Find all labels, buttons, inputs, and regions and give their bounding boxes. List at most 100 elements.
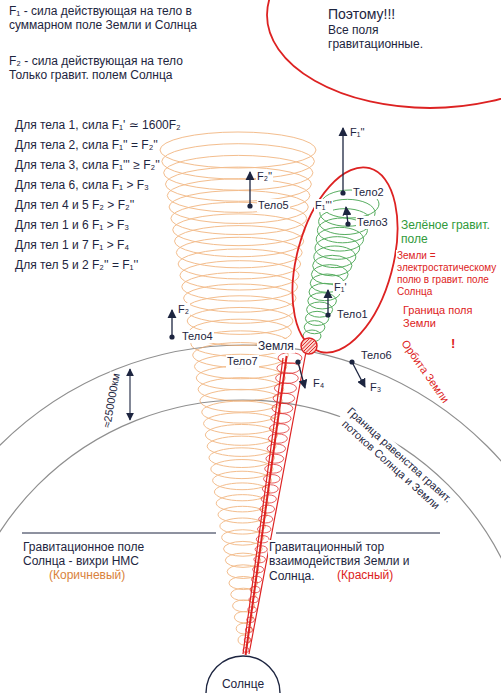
force-label: F₁''' xyxy=(314,199,333,212)
distance-label: ≈250000км xyxy=(101,372,124,431)
earth-hatch xyxy=(308,345,316,353)
sun-label: Солнце xyxy=(221,677,265,691)
label-holder: Тело7 xyxy=(226,355,259,368)
field-loop xyxy=(315,237,360,260)
body-dot xyxy=(345,221,350,226)
vortex-loop xyxy=(209,448,275,468)
earth-circle xyxy=(301,338,317,354)
body-dot xyxy=(340,190,345,195)
label-holder: Граница поля Земли xyxy=(402,304,494,330)
torus-loop xyxy=(276,373,299,384)
distance-bracket xyxy=(129,369,130,420)
vortex-loop xyxy=(198,378,284,401)
relation-line: Для тел 5 и 2 F₂'' = F₁'' xyxy=(14,258,139,272)
body-label: Тело7 xyxy=(226,355,259,368)
body-dot xyxy=(247,203,252,208)
boundary-label: Граница поля Земли xyxy=(402,304,494,330)
label-holder: F₁ - сила действующая на тело в суммарно… xyxy=(8,4,200,33)
torus-cone xyxy=(243,352,306,654)
force-label: F₂'' xyxy=(256,170,273,183)
label-holder: Тело4 xyxy=(181,330,214,343)
label-holder: Тело2 xyxy=(352,186,385,199)
label-holder: Для тел 1 и 7 F₁ > F₄ xyxy=(14,238,130,252)
label-holder: Тело5 xyxy=(257,199,290,212)
planet-node: Земля xyxy=(257,336,319,356)
label-holder: F₄ xyxy=(312,377,325,390)
body-label: Тело5 xyxy=(257,199,290,212)
vortex-loop xyxy=(211,460,273,479)
note-heading: Поэтому!!! xyxy=(327,6,501,23)
vortex-loop xyxy=(194,354,286,379)
label-holder: ! xyxy=(450,336,456,352)
force-arrows xyxy=(172,128,365,388)
orbit-arcs xyxy=(0,345,501,693)
label-holder: Тело1 xyxy=(336,308,369,321)
definition-note: F₂ - сила действующая на тело Только гра… xyxy=(8,54,200,83)
torus-loop xyxy=(266,454,284,463)
label-holder: Для тела 3, сила F₁''' ≥ F₂'' xyxy=(14,158,161,172)
label-holder: F₁' xyxy=(333,281,348,294)
force-arrow xyxy=(342,128,343,193)
relation-line: Для тел 1 и 7 F₁ > F₄ xyxy=(14,238,130,252)
label-holder: Тело6 xyxy=(360,349,393,362)
label-holder: (Коричневый) xyxy=(48,568,126,582)
vortex-loop xyxy=(160,132,316,168)
force-label: F₄ xyxy=(312,377,325,390)
label-holder: F₂'' xyxy=(256,170,273,183)
vortex-loop xyxy=(169,190,308,223)
vortex-loop xyxy=(167,179,310,213)
torus-loop xyxy=(271,414,291,424)
vortex-loop xyxy=(164,155,313,190)
torus-loop xyxy=(272,403,293,413)
field-loop xyxy=(316,227,363,251)
torus-loop xyxy=(268,434,287,443)
force-label: F₁'' xyxy=(349,126,366,139)
torus-loop xyxy=(259,515,273,523)
torus-loop xyxy=(260,505,275,513)
label-holder: Тело3 xyxy=(356,216,389,229)
boundary-label: Граница равенства гравит. потоков Солнца… xyxy=(334,403,456,516)
bodies xyxy=(169,190,354,364)
body-dot xyxy=(349,359,354,364)
relation-line: Для тела 1, сила F₁' ≃ 1600F₂ xyxy=(14,118,182,132)
field-loop xyxy=(307,302,333,317)
label-holder: (Красный) xyxy=(336,568,394,582)
body-dot xyxy=(325,312,330,317)
earth-hatch xyxy=(306,343,316,353)
force-label: F₁' xyxy=(333,281,348,294)
relation-line: Для тела 3, сила F₁''' ≥ F₂'' xyxy=(14,158,161,172)
vortex-loop xyxy=(182,272,298,301)
pointer-lines xyxy=(22,533,440,534)
sun-outline xyxy=(206,656,280,693)
color-note: (Красный) xyxy=(336,568,394,582)
relation-line: Для тела 2, сила F₁'' = F₂'' xyxy=(14,138,159,152)
vortex-loop xyxy=(196,366,285,390)
field-note: Земли = электростатическому полю в грави… xyxy=(396,250,499,298)
body-label: Тело2 xyxy=(352,186,385,199)
body-label: Тело4 xyxy=(181,330,214,343)
label-holder: Гравитационное поле Солнца - вихри НМС xyxy=(22,540,172,569)
definition-note: F₁ - сила действующая на тело в суммарно… xyxy=(8,4,200,33)
field-boundary xyxy=(274,156,416,364)
torus-loop xyxy=(270,424,290,434)
earth-field xyxy=(303,190,379,342)
force-arrow xyxy=(171,310,172,337)
vortex-loop xyxy=(205,424,277,445)
label-holder: F₂ - сила действующая на тело Только гра… xyxy=(8,54,200,83)
planet-label: Земля xyxy=(257,339,295,353)
force-arrow xyxy=(327,290,328,315)
torus-loop xyxy=(264,475,281,484)
pointer-line xyxy=(22,533,216,534)
body-dot xyxy=(295,359,300,364)
vortex-loop xyxy=(207,436,276,456)
vortex-loop xyxy=(216,495,268,512)
body-label: Тело6 xyxy=(360,349,393,362)
vortex-loop xyxy=(162,144,315,179)
label-holder: F₁''' xyxy=(314,199,333,212)
label-holder: Для тела 1, сила F₁' ≃ 1600F₂ xyxy=(14,118,182,132)
label-holder: Для тел 5 и 2 F₂'' = F₁'' xyxy=(14,258,139,272)
torus-loop xyxy=(261,495,276,503)
